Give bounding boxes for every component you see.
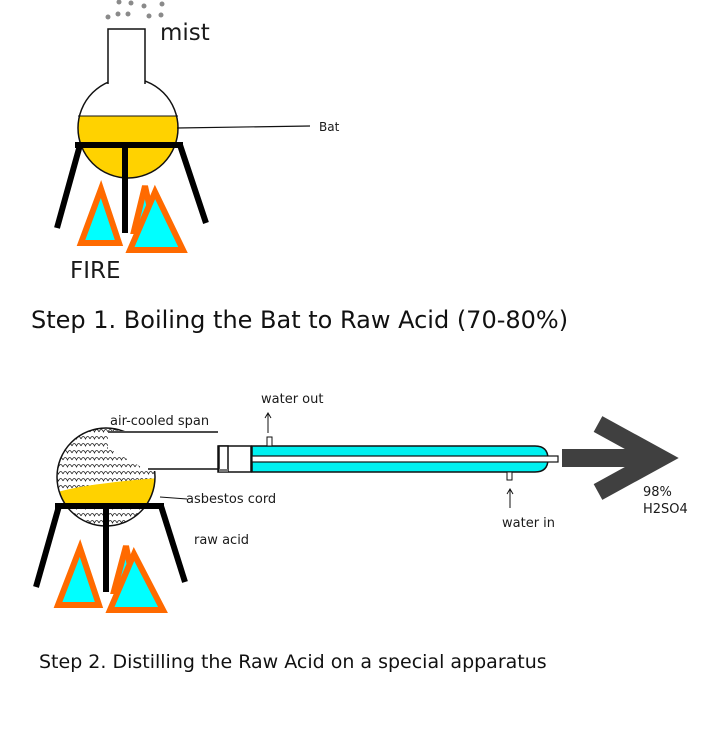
output-arrow-icon — [562, 416, 679, 500]
water-out-arrow — [264, 412, 272, 433]
condenser — [251, 436, 559, 481]
asbestos-label: asbestos cord — [186, 492, 276, 507]
asbestos-leader-line — [159, 496, 188, 500]
product-formula-label: H2SO4 — [643, 502, 688, 517]
inner-tube — [251, 455, 559, 463]
air-cooled-label: air-cooled span — [110, 414, 209, 429]
raw-acid-liquid — [57, 477, 155, 503]
mist-label: mist — [160, 20, 210, 46]
water-in-label: water in — [502, 516, 555, 531]
bat-leader-line — [176, 125, 311, 129]
product-percent-label: 98% — [643, 485, 672, 500]
mist-dots — [105, 0, 165, 20]
water-in-arrow — [506, 488, 514, 508]
fire-icon — [76, 179, 188, 253]
air-cooled-span — [107, 431, 218, 471]
tripod-step1 — [54, 142, 209, 233]
raw-acid-label: raw acid — [194, 533, 249, 548]
coupling-joint — [217, 445, 252, 473]
step2-caption: Step 2. Distilling the Raw Acid on a spe… — [39, 651, 547, 673]
fire-label: FIRE — [70, 258, 121, 284]
step1-caption: Step 1. Boiling the Bat to Raw Acid (70-… — [31, 306, 568, 334]
water-out-label: water out — [261, 392, 323, 407]
step2-diagram: air-cooled span water out water in — [33, 392, 688, 673]
fire-icon-step2 — [53, 539, 168, 613]
tripod-step2 — [33, 503, 188, 592]
step1-diagram: mist Bat FIRE Step 1. Boiling the Bat — [31, 0, 568, 334]
bat-label: Bat — [319, 120, 340, 134]
